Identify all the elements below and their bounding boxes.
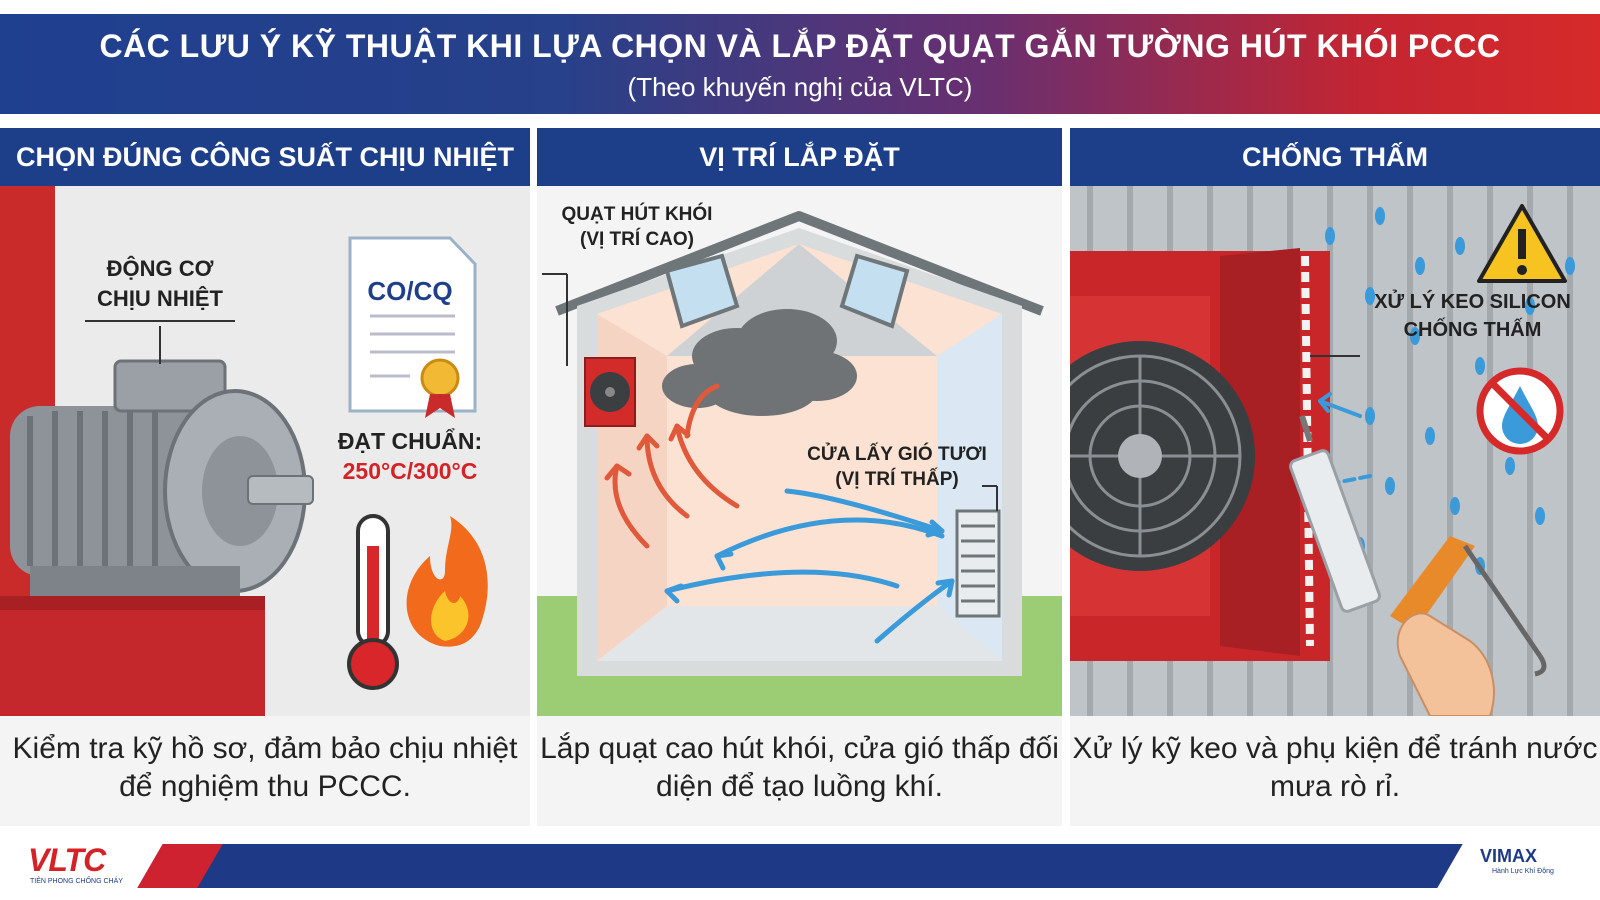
panel-caption: Xử lý kỹ keo và phụ kiện để tránh nước m… xyxy=(1070,716,1600,826)
panel-title: CHỐNG THẤM xyxy=(1070,128,1600,186)
smoke-cloud-icon xyxy=(662,309,857,416)
panel-caption: Lắp quạt cao hút khói, cửa gió thấp đối … xyxy=(537,716,1062,826)
document-label: CO/CQ xyxy=(367,276,453,306)
motor-illustration xyxy=(0,186,530,716)
motor-label: ĐỘNG CƠ CHỊU NHIỆT xyxy=(97,256,223,311)
vimax-logo: VIMAX xyxy=(1480,846,1538,866)
panel-title: CHỌN ĐÚNG CÔNG SUẤT CHỊU NHIỆT xyxy=(0,128,530,186)
page-title: CÁC LƯU Ý KỸ THUẬT KHI LỰA CHỌN VÀ LẮP Đ… xyxy=(99,28,1501,64)
panel-installation-position: VỊ TRÍ LẮP ĐẶT xyxy=(537,128,1062,826)
header-banner: CÁC LƯU Ý KỸ THUẬT KHI LỰA CHỌN VÀ LẮP Đ… xyxy=(0,14,1600,114)
caulk-gun-icon xyxy=(1289,415,1547,677)
vltc-logo: VLTC xyxy=(28,842,106,878)
panel-waterproofing: CHỐNG THẤM xyxy=(1070,128,1600,826)
vent-position-label: CỬA LẤY GIÓ TƯƠI (VỊ TRÍ THẤP) xyxy=(807,444,987,490)
panel-illustration: XỬ LÝ KEO SILICON CHỐNG THẤM xyxy=(1070,186,1600,717)
panel-title: VỊ TRÍ LẮP ĐẶT xyxy=(537,128,1062,186)
fresh-air-arrows xyxy=(664,488,955,644)
water-drops xyxy=(1325,207,1575,605)
panel-illustration: ĐỘNG CƠ CHỊU NHIỆT CO/CQ ĐẠT CHUẨN: 250°… xyxy=(0,186,530,716)
waterproofing-illustration xyxy=(1070,186,1600,717)
exhaust-fan-icon xyxy=(584,357,636,427)
panel-illustration: QUẠT HÚT KHÓI (VỊ TRÍ CAO) CỬA LẤY GIÓ T… xyxy=(537,186,1062,716)
fresh-air-vent-icon xyxy=(955,509,1001,618)
vltc-logo-tagline: TIÊN PHONG CHỐNG CHÁY xyxy=(30,878,123,885)
warning-icon xyxy=(1477,204,1567,283)
fan-position-label: QUẠT HÚT KHÓI (VỊ TRÍ CAO) xyxy=(561,204,713,250)
skylight-icon xyxy=(664,253,910,329)
footer: VLTC TIÊN PHONG CHỐNG CHÁY VIMAX Hành Lự… xyxy=(0,836,1600,900)
hand-icon xyxy=(1396,612,1495,717)
temperature-label: 250°C/300°C xyxy=(342,458,478,484)
no-water-icon xyxy=(1476,367,1564,455)
room-illustration xyxy=(537,186,1062,716)
silicon-label: XỬ LÝ KEO SILICON CHỐNG THẤM xyxy=(1374,291,1571,341)
water-flow-arrows xyxy=(1318,392,1372,538)
vimax-logo-tagline: Hành Lực Khí Động xyxy=(1492,868,1554,875)
panel-caption: Kiểm tra kỹ hồ sơ, đảm bảo chịu nhiệt để… xyxy=(0,716,530,826)
thermometer-icon xyxy=(347,514,399,690)
smoke-airflow-arrows xyxy=(604,383,740,549)
standard-label: ĐẠT CHUẨN: xyxy=(337,428,483,454)
wall-fan-icon xyxy=(1070,248,1330,661)
fire-icon xyxy=(406,516,488,647)
certificate-icon xyxy=(348,236,477,418)
page-subtitle: (Theo khuyến nghị của VLTC) xyxy=(627,72,973,102)
motor-icon xyxy=(10,359,314,596)
panel-heat-resistance: CHỌN ĐÚNG CÔNG SUẤT CHỊU NHIỆT xyxy=(0,128,530,826)
footer-band xyxy=(137,844,1463,888)
